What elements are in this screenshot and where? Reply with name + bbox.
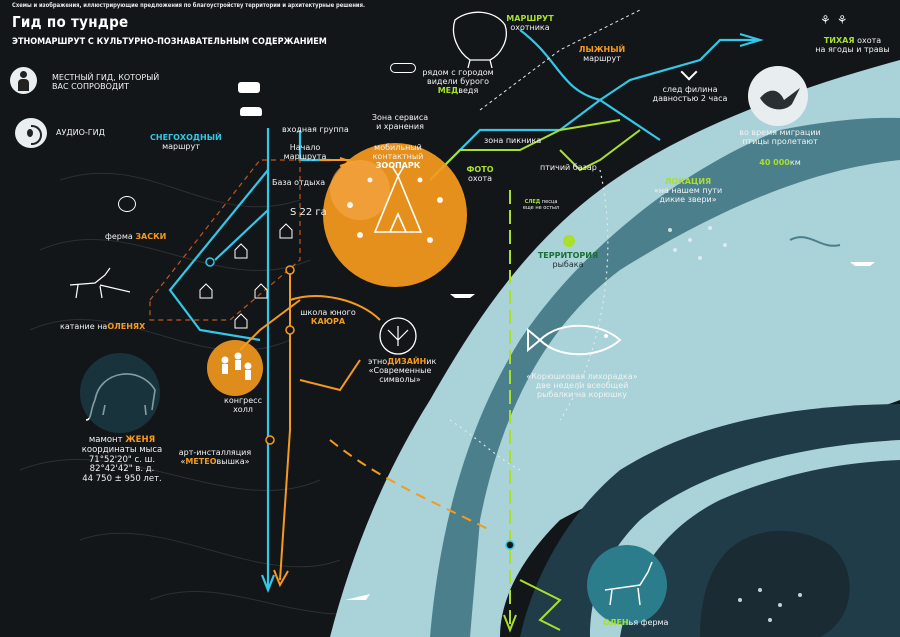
house-icons (199, 223, 293, 329)
car-icon (240, 107, 262, 116)
snowmobile-icon (390, 63, 416, 73)
paw-icon (118, 196, 136, 212)
picnic-label: зона пикника (484, 136, 542, 145)
smelt-fever-label: «Корюшковая лихорадка»две недели всеобще… (526, 372, 638, 400)
legend-local-guide: МЕСТНЫЙ ГИД, КОТОРЫЙ ВАС СОПРОВОДИТ (52, 73, 160, 92)
people-icon (221, 352, 252, 380)
base-label: База отдыха (272, 178, 326, 187)
bus-icon (238, 82, 260, 93)
legend-audio-guide: АУДИО-ГИД (56, 128, 105, 137)
art-installation-label: арт-инсталляция «МЕТЕОвышка» (178, 448, 252, 467)
fish-icon (527, 324, 622, 356)
deer-icon (604, 561, 653, 606)
ski-route (429, 119, 641, 633)
bear-icon (452, 11, 507, 69)
teepee-icon (373, 165, 423, 233)
farm-label: ферма ЗАСКИ (105, 232, 167, 241)
ethno-design-icon (379, 317, 417, 355)
reindeer-icon (69, 267, 131, 299)
deer-farm-label: ОЛЕНья ферма (603, 618, 669, 627)
guide-person-icon (10, 67, 37, 94)
contour-lines (19, 172, 381, 615)
deer-farm-circle[interactable] (587, 545, 667, 625)
fishing-icon (563, 235, 575, 247)
route-title: ЭТНОМАРШРУТ С КУЛЬТУРНО-ПОЗНАВАТЕЛЬНЫМ С… (12, 37, 327, 47)
audio-guide-icon (15, 118, 47, 148)
area-label: S 22 га (290, 207, 327, 218)
boat-icons (345, 262, 875, 600)
island-dark (700, 530, 850, 637)
entrance-label: входная группа (282, 125, 349, 134)
plant-icons: ⚘⚘ (820, 13, 854, 27)
header-subtitle: Схемы и изображения, иллюстрирующие пред… (12, 3, 365, 9)
reindeer-ride-label: катание наОЛЕНЯХ (60, 322, 146, 331)
paw-prints (668, 226, 802, 622)
base-outline (149, 159, 301, 321)
page-title: Гид по тундре (12, 13, 129, 31)
quiet-hunt-label: ТИХАЯ охота на ягоды и травы (815, 36, 890, 55)
bird-market-label: птичий базар (540, 163, 597, 172)
route-nodes (265, 265, 295, 445)
lake-band-mid (430, 117, 900, 637)
